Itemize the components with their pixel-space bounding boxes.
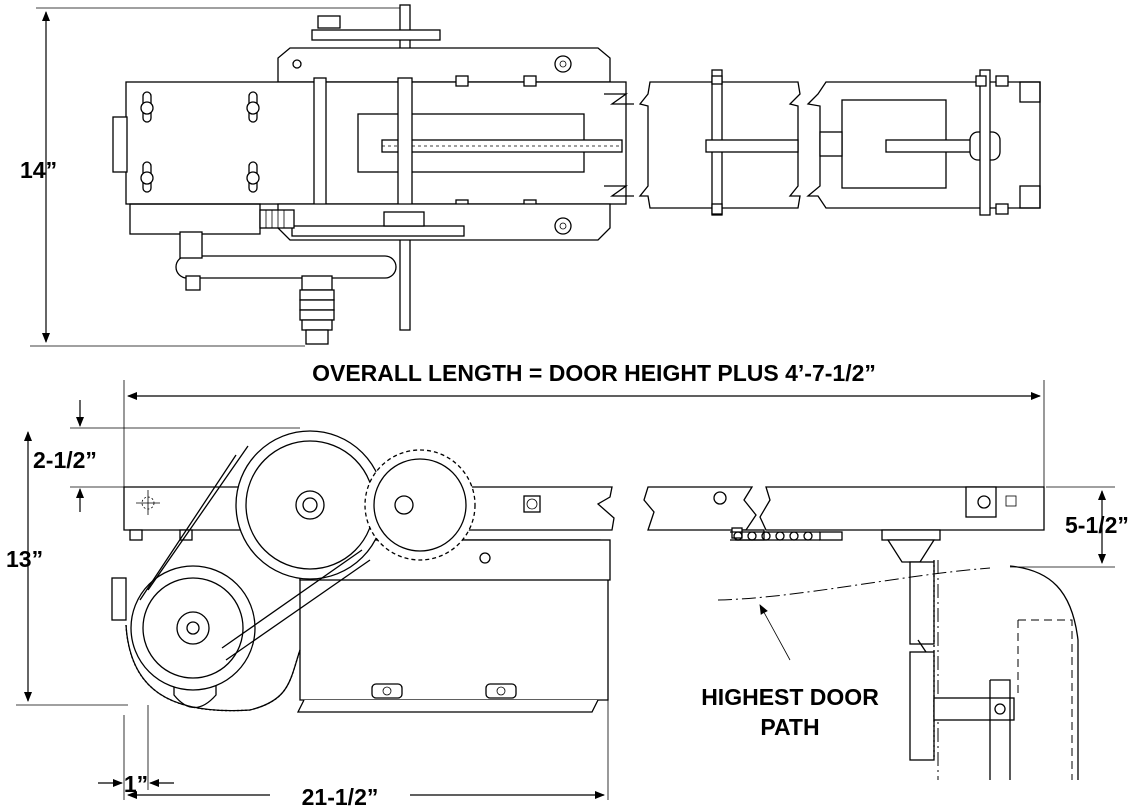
label-height-14in: 14” [20, 157, 57, 183]
label-offset-2-5in: 2-1/2” [33, 447, 97, 473]
label-drop-5-5in: 5-1/2” [1065, 512, 1129, 538]
side-view [16, 380, 1115, 800]
dimension-overall-length [123, 380, 1045, 487]
dimension-2-5in [70, 400, 300, 512]
bottom-spring [299, 275, 335, 345]
large-pulley [235, 430, 385, 580]
door-outline [717, 565, 1079, 780]
middle-rail-section [638, 69, 801, 216]
chain-sprocket [364, 449, 476, 561]
dimension-13in [16, 431, 128, 706]
dimension-1in [98, 705, 174, 800]
label-width-21-5in: 21-1/2” [302, 784, 379, 807]
slot-bolts [140, 91, 260, 193]
rail-chain [730, 527, 843, 541]
right-rail-section [806, 69, 1041, 216]
label-highest-door-path-2: PATH [760, 714, 819, 740]
label-height-13in: 13” [6, 546, 43, 572]
label-highest-door-path-1: HIGHEST DOOR [701, 684, 879, 710]
top-view [30, 4, 1041, 347]
label-overall-length: OVERALL LENGTH = DOOR HEIGHT PLUS 4’-7-1… [312, 360, 876, 386]
label-offset-1in: 1” [124, 771, 148, 797]
trolley-arm [881, 529, 1015, 780]
coil-spring [259, 209, 295, 229]
dimension-5-5in [1010, 486, 1115, 568]
dimension-14in [30, 7, 410, 347]
motor-pulley [111, 565, 256, 709]
